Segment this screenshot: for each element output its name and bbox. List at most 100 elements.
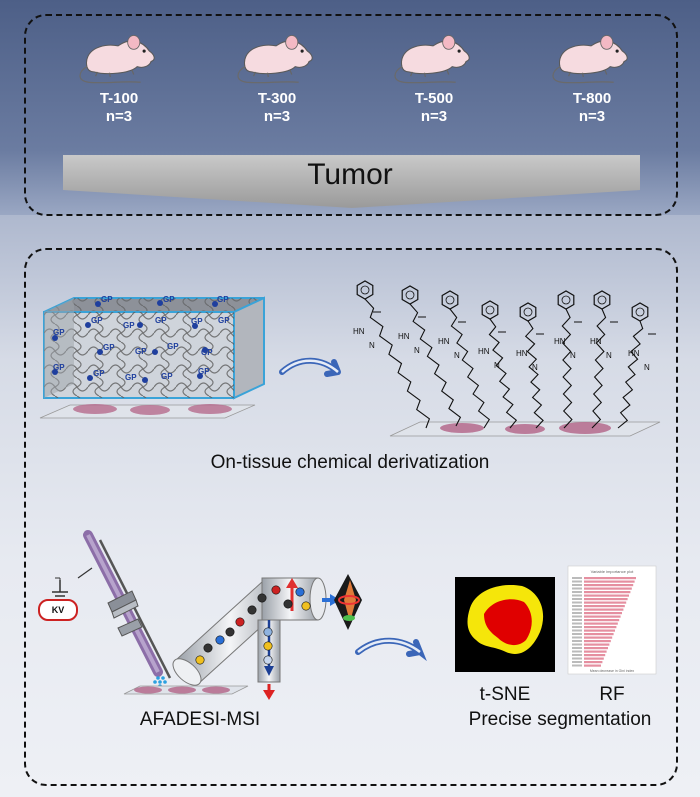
rf-bar bbox=[584, 594, 629, 597]
rf-feature-tick bbox=[572, 580, 582, 583]
tumor-label: Tumor bbox=[307, 158, 393, 191]
gp-lipid-molecule: HNN bbox=[617, 302, 656, 429]
gp-label: GP bbox=[218, 316, 230, 325]
rf-bar bbox=[584, 591, 631, 594]
rf-bar bbox=[584, 626, 617, 629]
svg-text:HN: HN bbox=[438, 337, 450, 346]
afadesi-caption: AFADESI-MSI bbox=[139, 709, 261, 730]
gp-label: GP bbox=[93, 369, 105, 378]
ion-dot bbox=[215, 635, 225, 645]
rf-plot-xlabel: Mean decrease in Gini index bbox=[590, 669, 635, 673]
rf-bar bbox=[584, 580, 635, 583]
gp-label: GP bbox=[125, 373, 137, 382]
group-name: T-100 bbox=[99, 90, 139, 107]
gp-lipid-molecule: HNN bbox=[438, 290, 491, 429]
rf-bar bbox=[584, 601, 627, 604]
process-arrow-1-highlight bbox=[281, 359, 339, 373]
gp-label: GP bbox=[191, 317, 203, 326]
rf-feature-tick bbox=[572, 629, 582, 632]
gp-lipid-molecule: HN N bbox=[398, 285, 462, 427]
rf-bar bbox=[584, 587, 632, 590]
svg-text:N: N bbox=[606, 351, 612, 360]
group-name: T-800 bbox=[572, 90, 612, 107]
process-arrow-2-highlight bbox=[357, 639, 421, 653]
rf-bar bbox=[584, 605, 625, 608]
tumor-funnel-arrow bbox=[63, 155, 640, 208]
gp-label: GP bbox=[201, 348, 213, 357]
group-t100: T-100 n=3 bbox=[69, 90, 169, 126]
svg-text:HN: HN bbox=[516, 349, 528, 358]
svg-text:N: N bbox=[414, 346, 420, 355]
ion-dot bbox=[263, 655, 273, 665]
gp-label: GP bbox=[135, 347, 147, 356]
group-t500: T-500 n=3 bbox=[384, 90, 484, 126]
derivatization-caption: On-tissue chemical derivatization bbox=[210, 452, 490, 473]
rf-feature-tick bbox=[572, 633, 582, 635]
ion-dot bbox=[295, 587, 305, 597]
group-n: n=3 bbox=[105, 108, 133, 125]
rf-bar bbox=[584, 598, 628, 601]
svg-text:HN: HN bbox=[353, 327, 365, 336]
group-name: T-500 bbox=[414, 90, 454, 107]
rf-bar bbox=[584, 647, 608, 650]
rf-feature-tick bbox=[572, 647, 582, 649]
rf-bar bbox=[584, 640, 611, 643]
gp-label: GP bbox=[163, 295, 175, 304]
rf-feature-tick bbox=[572, 640, 582, 642]
ion-dot bbox=[263, 627, 273, 637]
tumor-models-box bbox=[24, 14, 678, 216]
ion-dot bbox=[195, 655, 205, 665]
gp-label: GP bbox=[161, 372, 173, 381]
group-name: T-300 bbox=[257, 90, 297, 107]
rf-feature-tick bbox=[572, 584, 582, 586]
gp-label: GP bbox=[123, 321, 135, 330]
rf-feature-tick bbox=[572, 654, 582, 656]
svg-text:N: N bbox=[369, 341, 375, 350]
mouse-icon-2 bbox=[237, 34, 313, 84]
voltage-badge: KV bbox=[38, 599, 78, 621]
rf-bar bbox=[584, 636, 613, 639]
rf-bar bbox=[584, 584, 634, 587]
rf-feature-tick bbox=[572, 661, 582, 663]
rf-bar bbox=[584, 657, 604, 660]
svg-text:HN: HN bbox=[554, 337, 566, 346]
gp-label: GP bbox=[103, 343, 115, 352]
ion-dot bbox=[271, 585, 281, 595]
svg-text:HN: HN bbox=[628, 349, 640, 358]
gp-label: GP bbox=[155, 316, 167, 325]
gp-lipid-molecule: HNN bbox=[516, 302, 544, 429]
rf-feature-tick bbox=[572, 598, 582, 600]
rf-bar bbox=[584, 650, 607, 653]
rf-feature-tick bbox=[572, 619, 582, 621]
svg-text:HN: HN bbox=[590, 337, 602, 346]
rf-feature-tick bbox=[572, 587, 582, 590]
gp-label: GP bbox=[167, 342, 179, 351]
group-t300: T-300 n=3 bbox=[227, 90, 327, 126]
rf-bar bbox=[584, 612, 622, 615]
segmentation-caption: Precise segmentation bbox=[468, 709, 652, 730]
rf-bar bbox=[584, 664, 601, 667]
gp-label: GP bbox=[217, 295, 229, 304]
ion-dot bbox=[247, 605, 257, 615]
rf-bar bbox=[584, 633, 614, 636]
rf-bar bbox=[584, 622, 618, 625]
rf-plot-title: Variable importance plot bbox=[591, 569, 635, 574]
ion-dot bbox=[235, 617, 245, 627]
rf-bar bbox=[584, 608, 624, 611]
rf-feature-tick bbox=[572, 657, 582, 660]
rf-bar bbox=[584, 661, 603, 664]
rf-feature-tick bbox=[572, 577, 582, 579]
gp-label: GP bbox=[91, 316, 103, 325]
tsne-map bbox=[455, 577, 555, 672]
rf-feature-tick bbox=[572, 664, 582, 667]
afadesi-source bbox=[52, 530, 249, 695]
rf-bar bbox=[584, 654, 606, 657]
ion-dot bbox=[257, 593, 267, 603]
rf-feature-tick bbox=[572, 626, 582, 628]
svg-text:N: N bbox=[570, 351, 576, 360]
gp-lipid-molecule: HN N bbox=[554, 290, 582, 429]
ion-dot bbox=[203, 643, 213, 653]
mouse-icon-4 bbox=[552, 34, 628, 84]
